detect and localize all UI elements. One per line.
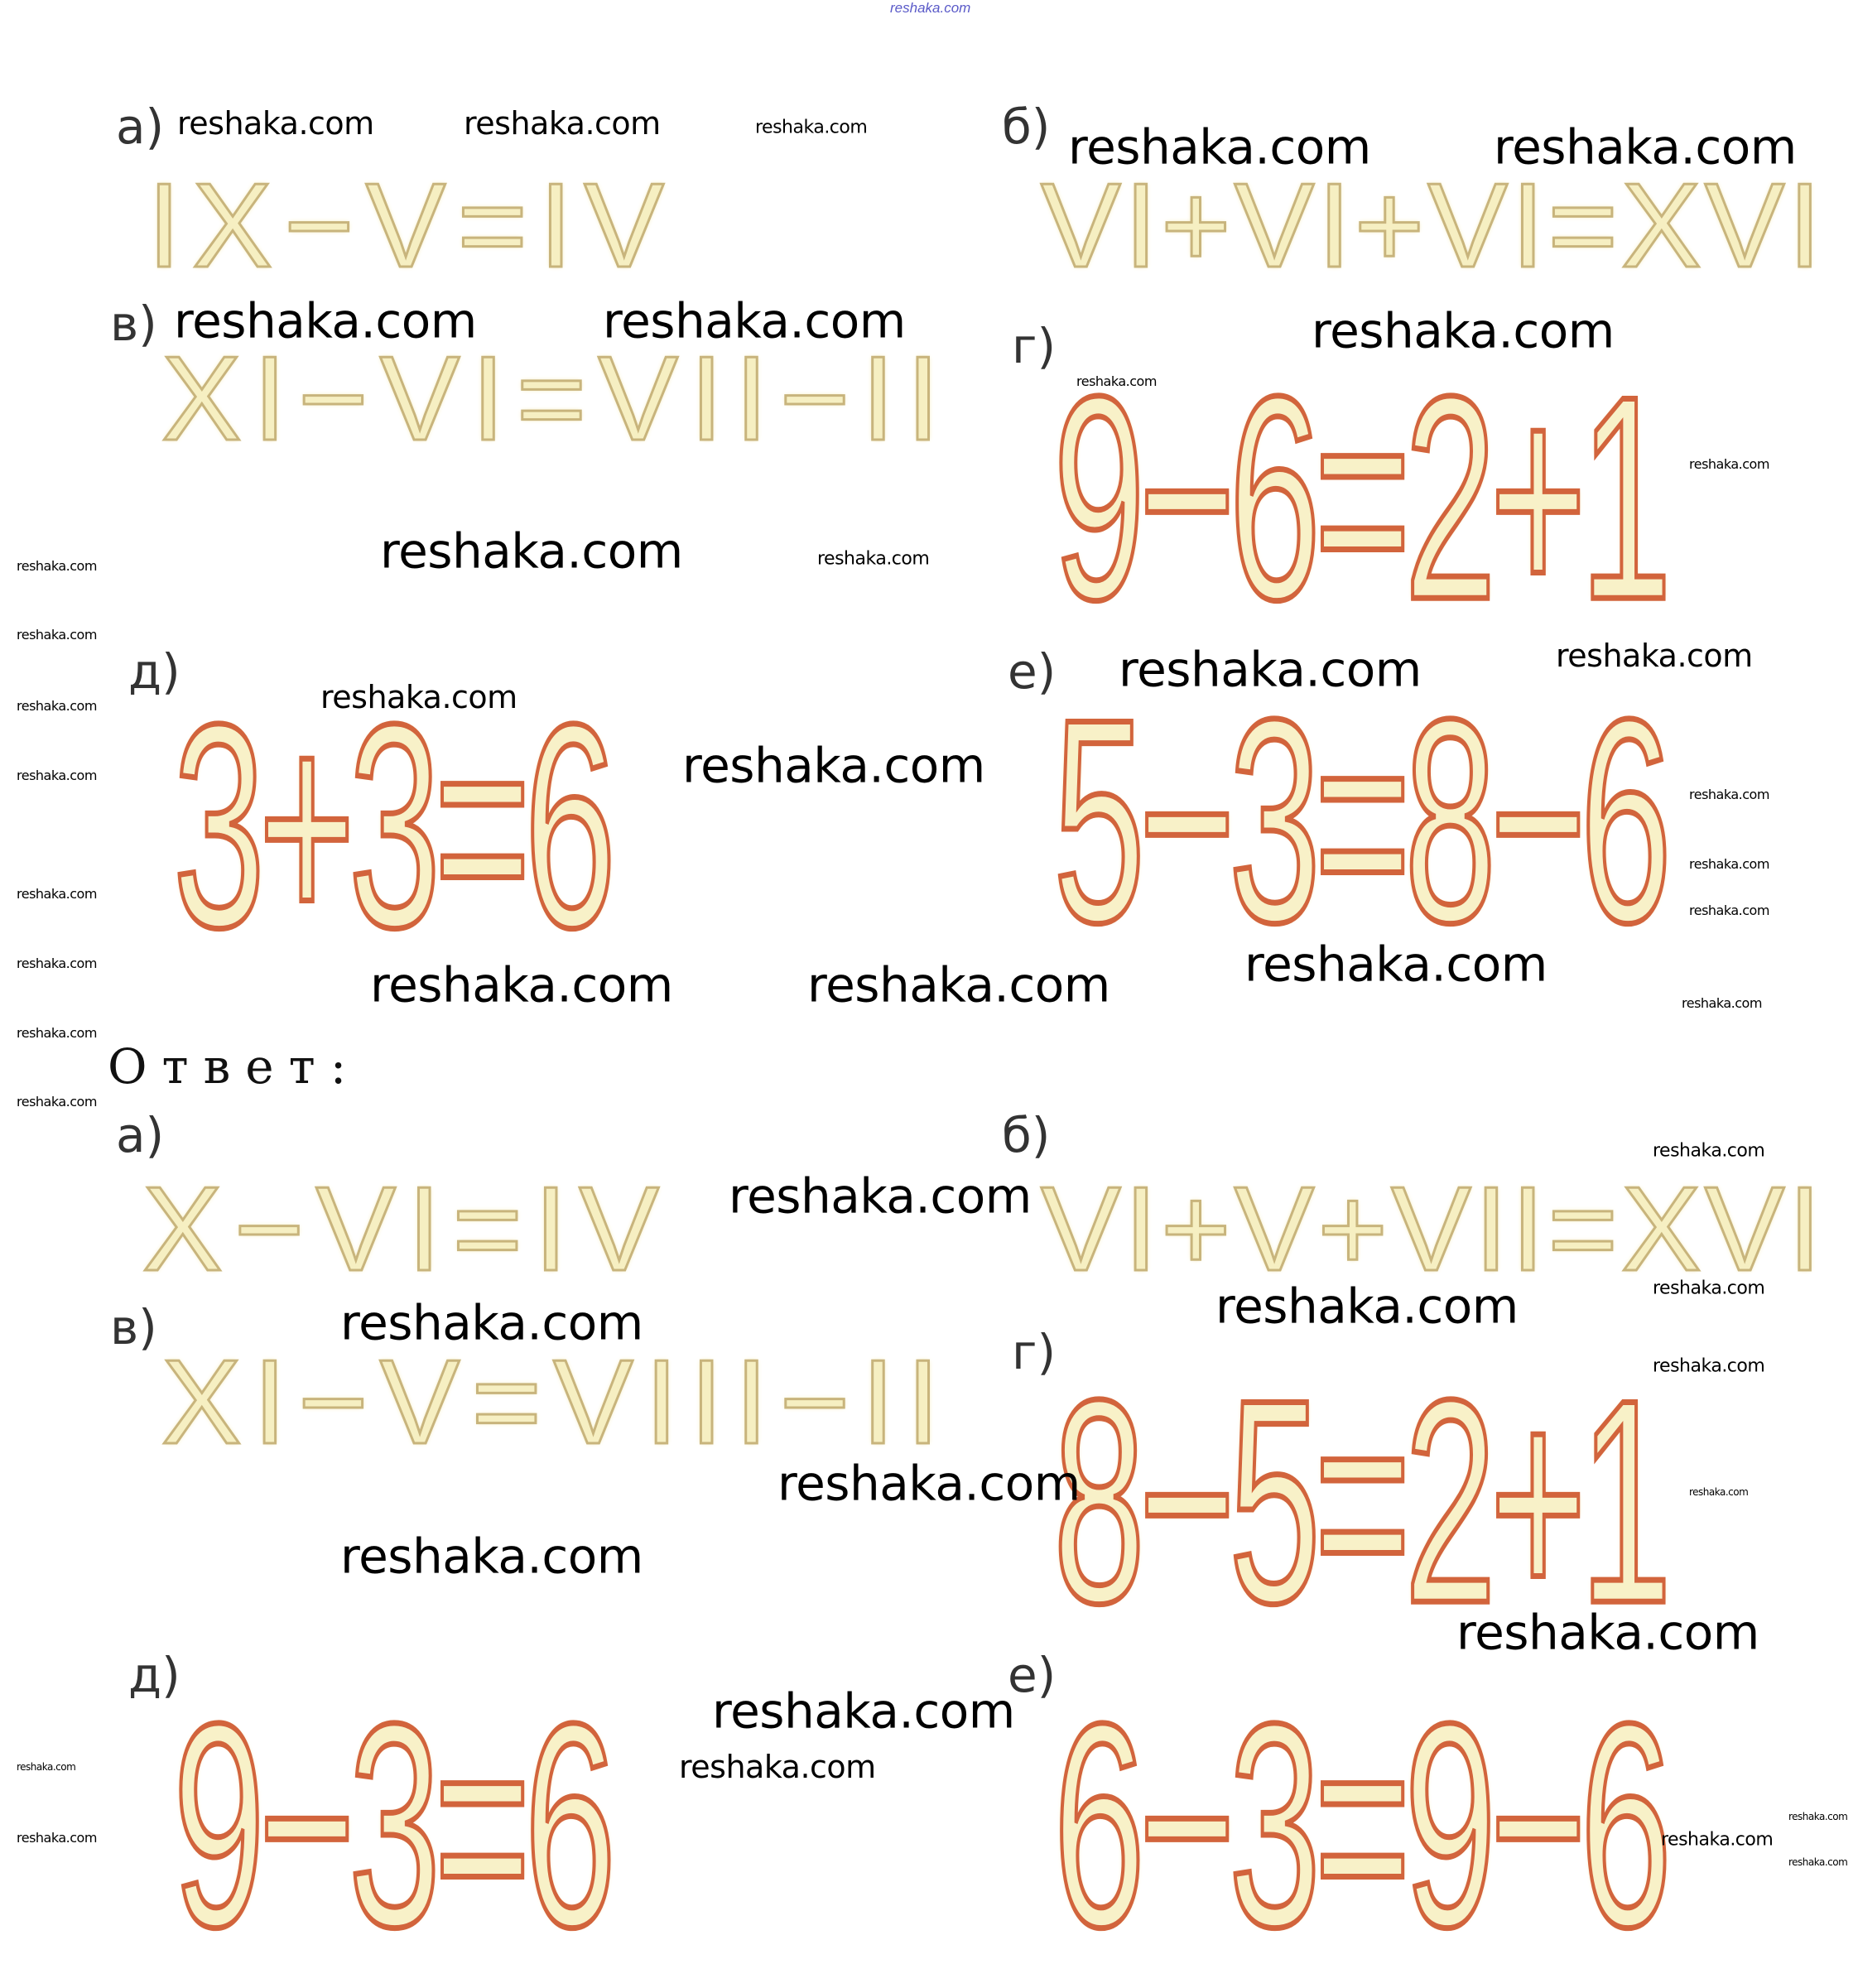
watermark: reshaka.com <box>1456 1604 1759 1661</box>
watermark: reshaka.com <box>1215 1278 1519 1335</box>
task-e-label: е) <box>1008 643 1057 700</box>
task-d-equation: 3+3=6 <box>171 665 618 989</box>
watermark: reshaka.com <box>1788 1856 1848 1869</box>
watermark: reshaka.com <box>1689 786 1769 802</box>
watermark: reshaka.com <box>17 1829 97 1846</box>
watermark: reshaka.com <box>174 292 477 349</box>
watermark: reshaka.com <box>340 1294 643 1351</box>
watermark: reshaka.com <box>17 955 97 971</box>
task-g-label: г) <box>1012 318 1057 374</box>
watermark: reshaka.com <box>464 105 661 142</box>
watermark: reshaka.com <box>17 697 97 714</box>
watermark: reshaka.com <box>1653 1278 1765 1299</box>
answer-v-label: в) <box>110 1299 157 1355</box>
watermark: reshaka.com <box>1653 1355 1765 1377</box>
task-v-label: в) <box>110 296 157 352</box>
watermark: reshaka.com <box>712 1682 1015 1740</box>
watermark: reshaka.com <box>17 557 97 574</box>
watermark: reshaka.com <box>17 626 97 643</box>
watermark: reshaka.com <box>1682 994 1762 1011</box>
watermark: reshaka.com <box>1312 302 1615 359</box>
watermark: reshaka.com <box>817 548 930 570</box>
watermark: reshaka.com <box>1689 855 1769 872</box>
answer-g-label: г) <box>1012 1324 1057 1380</box>
watermark: reshaka.com <box>17 767 97 783</box>
watermark: reshaka.com <box>17 1093 97 1110</box>
watermark: reshaka.com <box>603 292 906 349</box>
watermark: reshaka.com <box>1689 1486 1749 1499</box>
task-g-equation: 9−6=2+1 <box>1052 337 1673 661</box>
watermark: reshaka.com <box>177 105 374 142</box>
watermark: reshaka.com <box>17 885 97 902</box>
answer-d-label: д) <box>128 1647 181 1703</box>
answer-d-equation: 9−3=6 <box>171 1664 618 1988</box>
task-v-equation: XI−VI=VII−II <box>161 331 951 465</box>
watermark: reshaka.com <box>777 1455 1081 1512</box>
watermark: reshaka.com <box>1244 936 1548 993</box>
answer-e-equation: 6−3=9−6 <box>1052 1664 1673 1988</box>
site-watermark: reshaka.com <box>890 0 971 16</box>
watermark: reshaka.com <box>1119 641 1422 698</box>
task-d-label: д) <box>128 643 181 700</box>
watermark: reshaka.com <box>17 1024 97 1041</box>
watermark: reshaka.com <box>1689 902 1769 918</box>
task-b-equation: VI+VI+VI=XVI <box>1040 158 1825 292</box>
watermark: reshaka.com <box>1068 118 1371 176</box>
watermark: reshaka.com <box>1494 118 1797 176</box>
watermark: reshaka.com <box>320 679 517 716</box>
answer-e-label: е) <box>1008 1647 1057 1703</box>
answer-b-label: б) <box>1002 1107 1051 1163</box>
watermark: reshaka.com <box>340 1528 643 1585</box>
answer-g-equation: 8−5=2+1 <box>1052 1341 1673 1664</box>
watermark: reshaka.com <box>679 1749 876 1786</box>
watermark: reshaka.com <box>1076 373 1157 389</box>
watermark: reshaka.com <box>1653 1140 1765 1162</box>
answer-heading: Ответ: <box>108 1038 362 1095</box>
watermark: reshaka.com <box>1556 638 1753 675</box>
watermark: reshaka.com <box>370 956 673 1013</box>
watermark: reshaka.com <box>729 1167 1032 1225</box>
answer-v-equation: XI−V=VIII−II <box>161 1335 951 1469</box>
watermark: reshaka.com <box>1689 455 1769 472</box>
watermark: reshaka.com <box>17 1761 76 1774</box>
task-b-label: б) <box>1002 99 1051 155</box>
watermark: reshaka.com <box>755 117 868 138</box>
answer-b-equation: VI+V+VII=XVI <box>1040 1162 1825 1296</box>
task-a-equation: IX−V=IV <box>146 158 676 292</box>
watermark: reshaka.com <box>682 737 985 794</box>
answer-a-label: а) <box>116 1107 165 1163</box>
task-e-equation: 5−3=8−6 <box>1052 660 1673 984</box>
watermark: reshaka.com <box>380 522 683 580</box>
watermark: reshaka.com <box>1788 1811 1848 1823</box>
answer-a-equation: X−VI=IV <box>141 1162 671 1296</box>
watermark: reshaka.com <box>1661 1829 1774 1851</box>
watermark: reshaka.com <box>807 956 1110 1013</box>
task-a-label: а) <box>116 99 165 155</box>
